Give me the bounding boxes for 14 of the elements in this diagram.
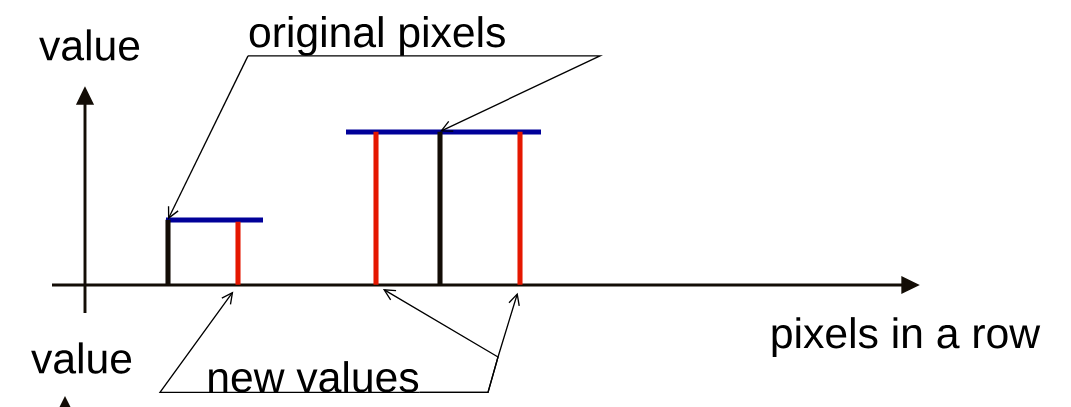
axis-label: value [31, 342, 132, 374]
callout-text: original pixels [249, 16, 505, 56]
leader-line [247, 55, 603, 132]
leader-line [158, 291, 421, 394]
pixel-bar [235, 221, 241, 285]
callout-text: new values [209, 361, 419, 393]
pixel-bar [437, 131, 443, 285]
pixel-bar [165, 219, 171, 285]
pixel-bar [373, 131, 379, 285]
axis-label: value [39, 29, 140, 61]
axis-label: pixels in a row [772, 317, 1041, 357]
leader-line [167, 55, 249, 220]
pixel-bar [517, 131, 523, 285]
leader-line [419, 292, 520, 394]
